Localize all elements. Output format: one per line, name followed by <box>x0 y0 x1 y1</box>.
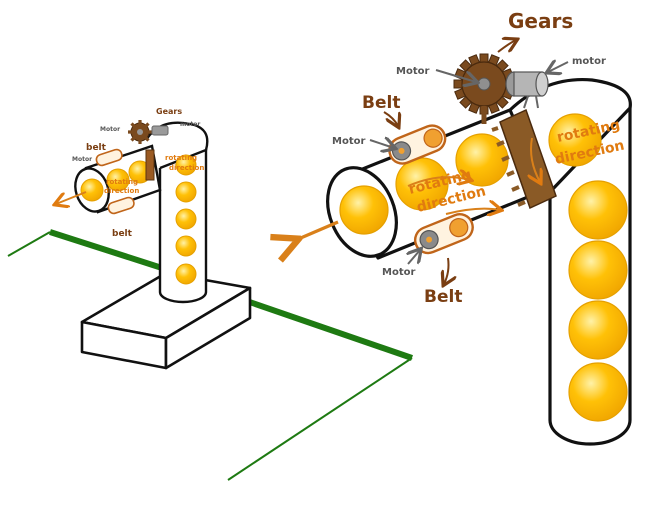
rail-left-thick <box>49 229 163 271</box>
rail-right-thin <box>227 357 413 481</box>
rotating-arrow-center-icon <box>445 209 500 214</box>
rotating-arrow-center-icon <box>407 177 470 187</box>
small-rotating-right-line1: rotating <box>165 154 197 162</box>
motor-bottom-label: Motor <box>382 267 415 278</box>
pointer-belt-top <box>383 111 398 126</box>
pointer-motor-bottom <box>408 250 420 265</box>
small-column-ball <box>175 154 197 176</box>
rail-right-thick <box>237 295 413 361</box>
motor-top-right-label: motor <box>572 56 606 67</box>
rotating-arrow-right-icon <box>531 137 540 182</box>
large-belt-top <box>388 124 447 165</box>
small-gear-ring <box>145 149 155 181</box>
small-gear-icon <box>128 120 152 144</box>
large-column-ball <box>568 240 628 300</box>
small-column-ball <box>175 208 197 230</box>
large-direction-arrow-icon <box>296 220 339 240</box>
small-belt-bottom <box>107 196 135 215</box>
small-column-ball <box>175 235 197 257</box>
small-tube-ball <box>106 168 130 192</box>
pointer-gears <box>497 40 516 53</box>
large-belt-bottom <box>413 213 474 255</box>
rail-left-thin <box>7 231 51 257</box>
small-gears-label: Gears <box>156 107 182 116</box>
rail-system <box>7 229 413 481</box>
large-motor-top-right-icon <box>505 71 549 109</box>
small-robot: Gears Motor motor belt Motor rotating di… <box>56 107 209 304</box>
large-tube-ball <box>395 157 449 211</box>
large-elbow-ball <box>548 113 602 167</box>
base-platform <box>80 271 252 370</box>
small-rotating-center-line2: direction <box>104 187 139 195</box>
small-belt-bottom-label: belt <box>112 229 133 239</box>
small-belt-top <box>95 148 123 167</box>
small-motor-top-left-label: Motor <box>100 126 120 133</box>
pointer-belt-bottom <box>444 257 449 284</box>
large-gear-icon <box>453 53 515 115</box>
small-motor-icon <box>151 125 169 136</box>
belt-pulley-idle <box>423 128 443 148</box>
small-column-ball <box>175 181 197 203</box>
pointer-motor-top-left <box>435 69 476 82</box>
gears-label: Gears <box>508 9 573 33</box>
small-motor-mid-left-label: Motor <box>72 156 92 163</box>
small-motor-top-right-label: motor <box>180 121 200 128</box>
large-column-ball <box>568 180 628 240</box>
small-tube-ball <box>80 178 104 202</box>
pointer-motor-top-right <box>548 62 569 72</box>
motor-top-left-label: Motor <box>396 66 429 77</box>
large-column-ball <box>568 300 628 360</box>
pointer-motor-mid-left <box>369 140 394 148</box>
small-direction-arrow-icon <box>56 191 87 204</box>
small-column-ball <box>175 263 197 285</box>
belt-top-label: Belt <box>362 93 400 113</box>
small-belt-top-label: belt <box>86 143 107 153</box>
belt-pulley-idle <box>449 218 469 238</box>
large-column-ball <box>568 362 628 422</box>
belt-bottom-label: Belt <box>424 287 462 307</box>
small-rotating-center-line1: rotating <box>106 178 138 186</box>
motor-mid-left-label: Motor <box>332 136 365 147</box>
large-tube-ball <box>339 185 389 235</box>
large-robot: Gears Motor motor Belt Motor rotating di… <box>296 9 632 446</box>
small-rotating-right-line2: direction <box>169 164 204 172</box>
base-side <box>164 286 252 370</box>
